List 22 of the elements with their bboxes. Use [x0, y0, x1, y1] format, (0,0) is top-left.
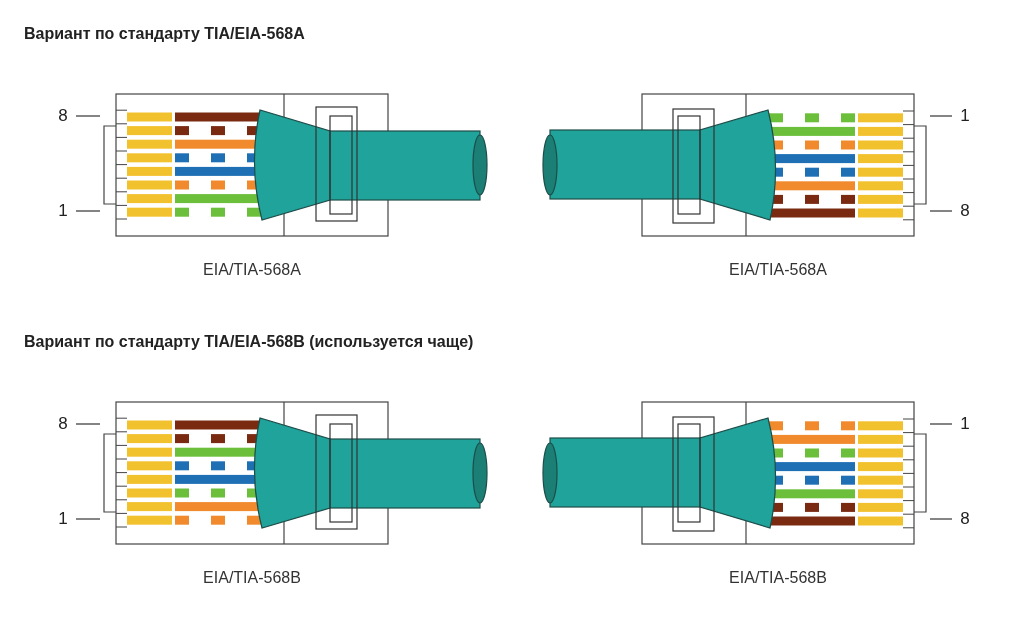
pin-number: 1 [54, 201, 72, 221]
section-heading: Вариант по стандарту TIA/EIA-568A [24, 24, 305, 44]
leader-line [929, 115, 953, 117]
connector-caption: EIA/TIA-568A [729, 260, 827, 280]
section-heading: Вариант по стандарту TIA/EIA-568B (используется чаще) [24, 332, 474, 352]
pin-number: 8 [54, 106, 72, 126]
leader-line [75, 518, 101, 520]
connector-caption: EIA/TIA-568B [203, 568, 301, 588]
pin-number: 8 [54, 414, 72, 434]
pin-number: 1 [54, 509, 72, 529]
pin-number: 8 [956, 201, 974, 221]
leader-line [929, 423, 953, 425]
leader-line [75, 210, 101, 212]
leader-line [929, 518, 953, 520]
connector-caption: EIA/TIA-568A [203, 260, 301, 280]
leader-line [929, 210, 953, 212]
leader-line [75, 423, 101, 425]
pin-number: 8 [956, 509, 974, 529]
pin-number: 1 [956, 414, 974, 434]
connector-caption: EIA/TIA-568B [729, 568, 827, 588]
leader-line [75, 115, 101, 117]
pin-number: 1 [956, 106, 974, 126]
